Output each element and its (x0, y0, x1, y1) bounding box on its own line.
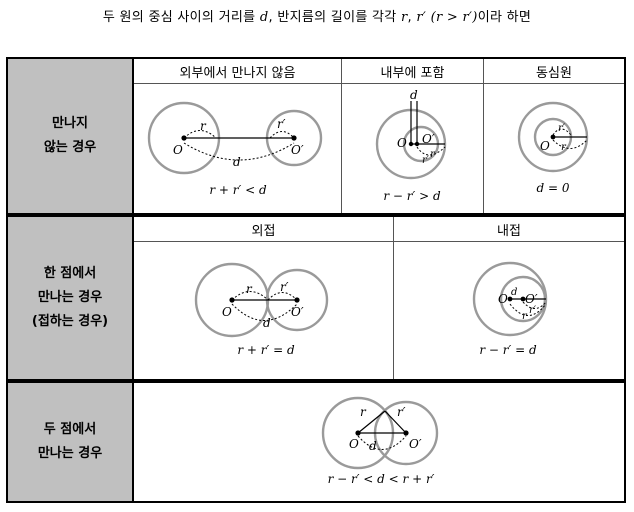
row-header-line: 만나지 (52, 116, 88, 131)
label-r2: r′ (277, 117, 286, 131)
divider (8, 213, 624, 217)
diagram-concentric: r′ O r d = 0 (517, 101, 589, 195)
formula: r − r′ < d < r + r′ (328, 472, 435, 486)
label-r2: r′ (422, 155, 430, 166)
label-d: d (511, 287, 517, 298)
diagram-layer: .c { fill:none; stroke:#9a9a9a; stroke-w… (147, 88, 589, 486)
divider (134, 83, 624, 84)
divider (393, 217, 394, 379)
diagram-contained: d O O′ r r′ r − r′ > d (375, 88, 447, 203)
formula: r + r′ = d (237, 343, 295, 357)
formula: d = 0 (537, 181, 570, 195)
row-header-line: 않는 경우 (43, 140, 97, 155)
intro-condition: (r > r′) (430, 10, 478, 25)
label-r2: r′ (529, 305, 537, 316)
col-header-internal-tangent: 내접 (497, 223, 521, 239)
radius-arc (183, 130, 217, 139)
label-r2: r′ (558, 123, 566, 134)
row-header-line: 한 점에서 (43, 266, 97, 281)
divider (483, 59, 484, 213)
label-r2: r′ (397, 405, 406, 419)
col-header-external: 외부에서 만나지 않음 (179, 65, 296, 81)
center-point (291, 135, 297, 141)
divider (134, 241, 624, 242)
center-point (414, 141, 420, 147)
radius-arc (269, 131, 295, 139)
intro-var-r2: r′ (416, 10, 427, 25)
label-r: r (522, 311, 528, 322)
row-header-line: 만나는 경우 (37, 290, 103, 305)
label-o2: O′ (422, 132, 435, 146)
intro-var-d: d (259, 10, 269, 25)
label-o: O (540, 139, 550, 153)
formula: r + r′ < d (209, 183, 267, 197)
center-point (403, 430, 409, 436)
radius-arc (552, 128, 572, 136)
label-o2: O′ (525, 292, 538, 306)
col-header-contained: 내부에 포함 (380, 65, 445, 81)
row-header-line: 만나는 경우 (37, 446, 103, 461)
radius-line (384, 410, 407, 434)
radius-arc (267, 292, 298, 301)
label-r: r (561, 142, 567, 153)
radius-arc (231, 291, 269, 301)
label-o: O (349, 437, 359, 451)
center-point (550, 134, 556, 140)
center-point (408, 141, 414, 147)
radius-arc (509, 303, 547, 316)
row-header-line: (접하는 경우) (31, 314, 109, 329)
label-d: d (263, 316, 271, 330)
radius-arc (522, 301, 547, 309)
center-point (507, 296, 513, 302)
center-point (355, 430, 361, 436)
diagram-external-separate: r r′ O O′ d r + r′ < d (147, 101, 323, 197)
label-o2: O′ (291, 143, 304, 157)
label-d: d (410, 88, 418, 102)
distance-arc (357, 435, 407, 450)
label-r2: r′ (280, 280, 289, 294)
label-o: O (222, 305, 232, 319)
col-header-concentric: 동심원 (536, 65, 572, 81)
intro-sep: , (407, 10, 417, 25)
radius-arc (416, 146, 446, 156)
divider (132, 59, 134, 501)
distance-arc (183, 142, 295, 161)
intro-var-r: r (400, 10, 408, 25)
col-header-external-tangent: 외접 (251, 223, 276, 239)
intro-text-3: 이라 하면 (477, 10, 532, 25)
diagram-external-tangent: r r′ O O′ d r + r′ = d (194, 262, 329, 357)
label-d: d (369, 439, 377, 453)
radius-line (357, 410, 386, 434)
divider (341, 59, 342, 213)
intro-text-2: , 반지름의 길이를 각각 (268, 10, 401, 25)
distance-arc (231, 303, 298, 321)
center-point (520, 296, 526, 302)
formula: r − r′ = d (479, 343, 537, 357)
label-o: O (498, 292, 508, 306)
diagram-two-points: r r′ O O′ d r − r′ < d < r + r′ (321, 396, 439, 486)
diagram-internal-tangent: O d O′ r′ r r − r′ = d (472, 261, 548, 357)
divider (8, 379, 624, 383)
label-r: r (200, 119, 207, 133)
label-d: d (233, 155, 241, 169)
intro-sentence: 두 원의 중심 사이의 거리를 d, 반지름의 길이를 각각 r, r′ (r … (0, 6, 634, 25)
intro-text-1: 두 원의 중심 사이의 거리를 (102, 10, 260, 25)
label-o: O (397, 136, 407, 150)
label-o2: O′ (409, 437, 422, 451)
label-r: r (246, 282, 253, 296)
label-o: O (173, 143, 183, 157)
label-r: r (360, 405, 367, 419)
label-o2: O′ (291, 305, 304, 319)
label-r: r (430, 149, 436, 160)
formula: r − r′ > d (383, 189, 441, 203)
row-header-line: 두 점에서 (43, 422, 97, 437)
